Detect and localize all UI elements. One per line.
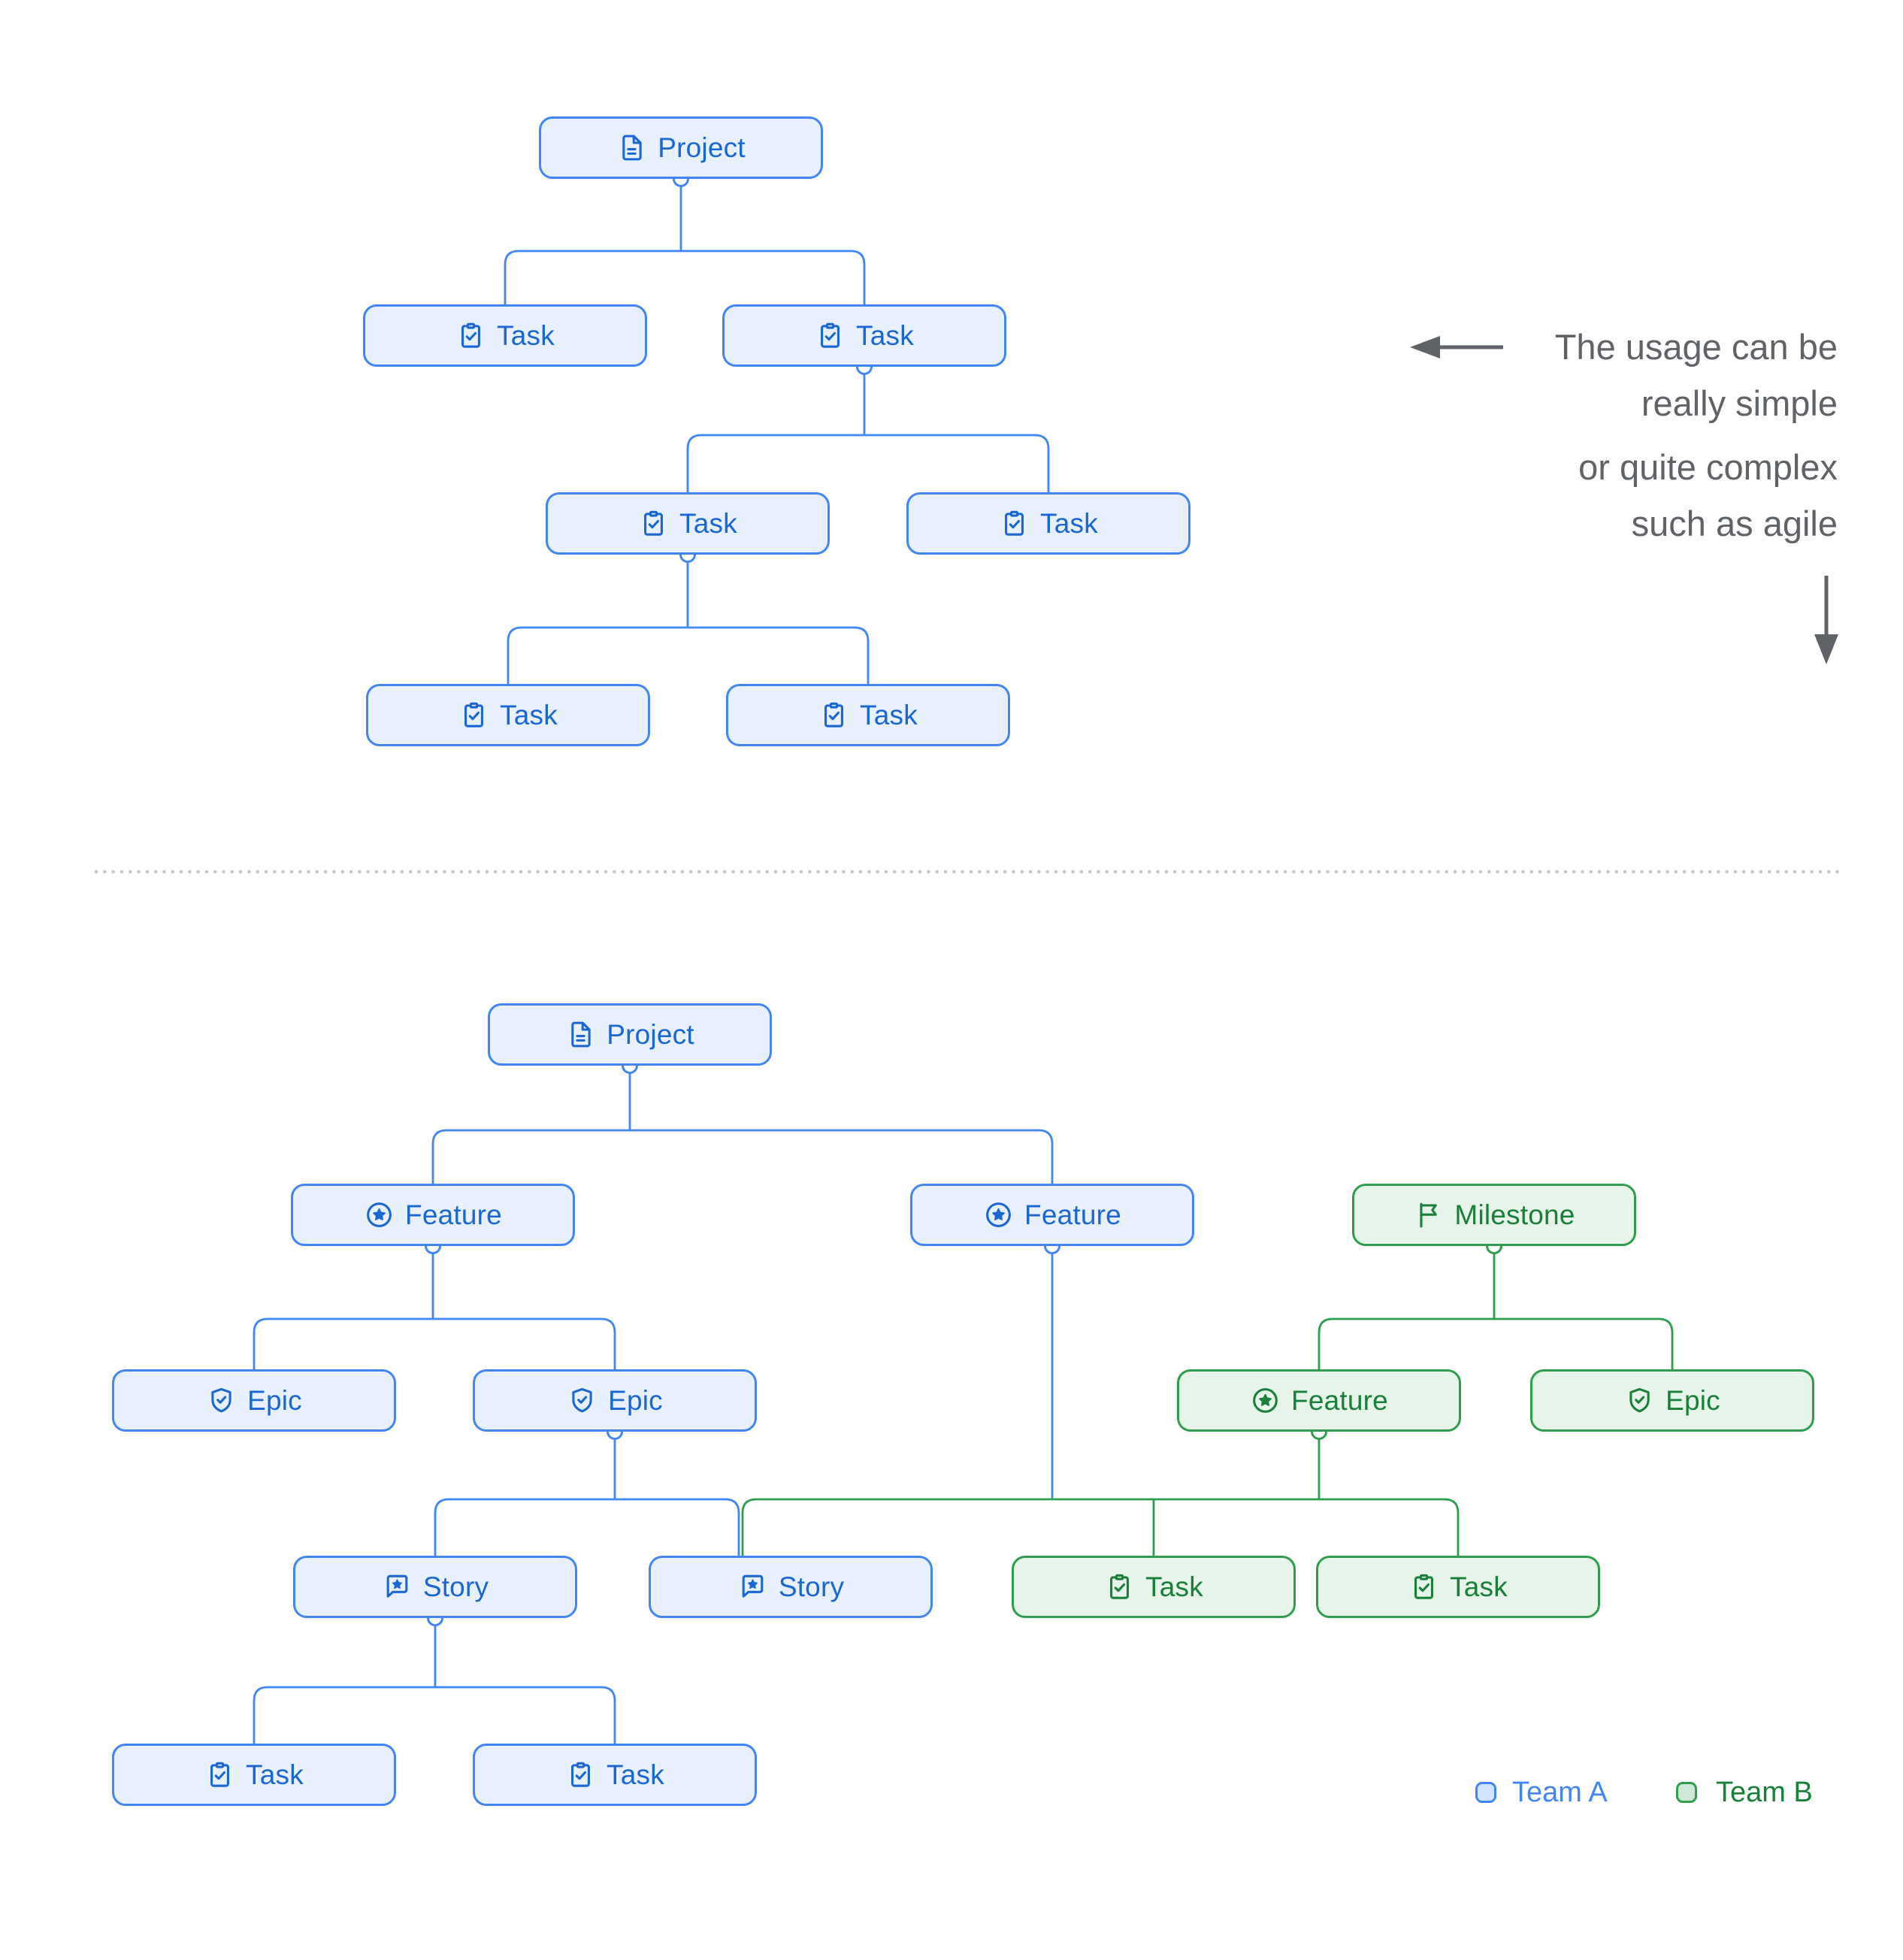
team-a-label: Team A — [1512, 1777, 1608, 1808]
task-icon — [1104, 1571, 1135, 1602]
node-label: Task — [1450, 1571, 1508, 1602]
node-label: Task — [860, 699, 918, 730]
annotation-line: The usage can be — [1554, 327, 1838, 367]
team-b-swatch — [1676, 1782, 1697, 1803]
node-bot-epic-2: Epic — [473, 1369, 757, 1432]
milestone-icon — [1413, 1199, 1444, 1230]
annotation-line: really simple — [1641, 383, 1838, 423]
node-bot-task-1: Task — [112, 1744, 396, 1806]
node-top-task-6: Task — [726, 684, 1010, 746]
task-icon — [455, 320, 486, 351]
task-icon — [638, 508, 669, 539]
document-icon — [565, 1019, 596, 1050]
node-label: Story — [778, 1571, 845, 1602]
node-label: Epic — [1666, 1384, 1720, 1416]
node-label: Feature — [1024, 1199, 1121, 1230]
node-bot-task-g2: Task — [1316, 1556, 1600, 1618]
node-bot-feature-g: Feature — [1177, 1369, 1461, 1432]
team-a-swatch — [1475, 1782, 1496, 1803]
story-icon — [737, 1571, 768, 1602]
node-bot-epic-g: Epic — [1530, 1369, 1814, 1432]
node-label: Epic — [247, 1384, 302, 1416]
node-label: Task — [497, 319, 555, 351]
left-arrow-head-icon — [1410, 336, 1440, 358]
node-label: Task — [1145, 1571, 1203, 1602]
connector — [504, 250, 866, 304]
annotation-line: or quite complex — [1578, 447, 1838, 487]
task-icon — [1408, 1571, 1439, 1602]
node-label: Task — [246, 1759, 304, 1790]
node-bot-feature-1: Feature — [291, 1184, 575, 1246]
task-icon — [565, 1759, 596, 1790]
connector — [253, 1317, 616, 1369]
node-top-task-5: Task — [366, 684, 650, 746]
feature-icon — [983, 1199, 1014, 1230]
connector — [507, 626, 870, 684]
node-top-task-3: Task — [546, 492, 830, 555]
task-icon — [204, 1759, 235, 1790]
node-label: Task — [500, 699, 558, 730]
epic-icon — [206, 1385, 237, 1416]
node-bot-task-g1: Task — [1012, 1556, 1296, 1618]
annotation-text: The usage can be really simple or quite … — [1555, 319, 1838, 552]
feature-icon — [1250, 1385, 1281, 1416]
connector — [434, 1498, 740, 1556]
connector — [431, 1129, 1054, 1184]
node-label: Task — [856, 319, 914, 351]
node-label: Project — [658, 132, 746, 163]
node-top-task-1: Task — [363, 304, 647, 367]
node-label: Project — [607, 1018, 694, 1050]
story-icon — [382, 1571, 413, 1602]
connector — [253, 1686, 616, 1744]
node-top-task-4: Task — [906, 492, 1191, 555]
node-top-task-2: Task — [722, 304, 1006, 367]
epic-icon — [567, 1385, 598, 1416]
annotation-line: such as agile — [1631, 504, 1838, 543]
node-label: Feature — [1291, 1384, 1388, 1416]
node-label: Milestone — [1454, 1199, 1575, 1230]
node-bot-feature-2: Feature — [910, 1184, 1194, 1246]
task-icon — [815, 320, 846, 351]
task-icon — [818, 700, 849, 730]
node-bot-task-2: Task — [473, 1744, 757, 1806]
team-b-label: Team B — [1716, 1777, 1813, 1808]
epic-icon — [1624, 1385, 1655, 1416]
document-icon — [616, 132, 647, 163]
feature-icon — [364, 1199, 395, 1230]
connector — [686, 434, 1050, 492]
node-label: Task — [679, 507, 737, 539]
task-icon — [999, 508, 1030, 539]
task-icon — [458, 700, 489, 730]
node-label: Story — [422, 1571, 489, 1602]
node-bot-story-1: Story — [293, 1556, 577, 1618]
node-top-project: Project — [539, 116, 823, 179]
node-label: Task — [1040, 507, 1098, 539]
node-bot-story-2: Story — [649, 1556, 933, 1618]
node-bot-milestone: Milestone — [1352, 1184, 1636, 1246]
connector — [741, 1498, 1460, 1556]
node-label: Feature — [405, 1199, 502, 1230]
node-bot-project: Project — [488, 1003, 772, 1066]
down-arrow-head-icon — [1814, 634, 1838, 664]
connector — [1318, 1317, 1674, 1369]
node-label: Epic — [608, 1384, 663, 1416]
node-label: Task — [607, 1759, 664, 1790]
node-bot-epic-1: Epic — [112, 1369, 396, 1432]
